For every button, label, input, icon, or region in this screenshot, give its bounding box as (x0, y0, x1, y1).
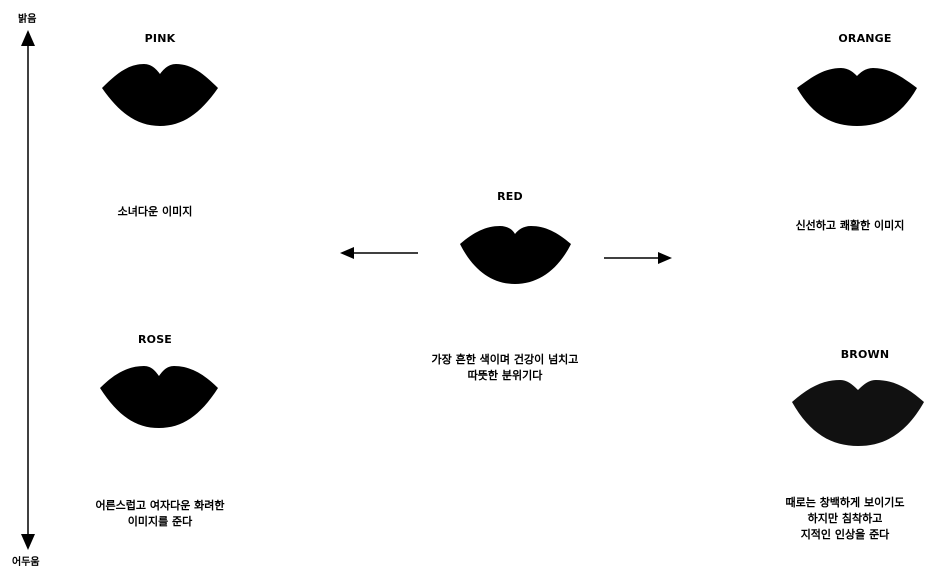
pink-description: 소녀다운 이미지 (117, 205, 193, 218)
red-label: RED (497, 190, 523, 203)
scale-top-label: 밝음 (18, 14, 37, 25)
rose-label: ROSE (137, 333, 173, 346)
orange-lips-shape (795, 66, 919, 128)
pink-lips-shape (100, 62, 220, 128)
orange-label: ORANGE (838, 32, 892, 45)
brown-description: 때로는 창백하게 보이기도 하지만 침착하고 지적인 인상을 준다 (785, 496, 905, 541)
brightness-scale-arrow (21, 30, 35, 550)
scale-bottom-label: 어두움 (12, 557, 40, 568)
lips-path (100, 366, 218, 428)
right-arrow (604, 252, 672, 264)
lips-path (102, 64, 218, 126)
left-arrow (340, 247, 418, 259)
rose-lips-shape (98, 364, 220, 430)
lips-path (460, 226, 571, 284)
red-lips-shape (458, 224, 573, 286)
lips-path (797, 68, 917, 126)
brown-label: BROWN (840, 348, 890, 361)
brown-lips-shape (790, 378, 926, 448)
rose-description: 어른스럽고 여자다운 화려한 이미지를 준다 (95, 499, 225, 528)
red-description: 가장 흔한 색이며 건강이 넘치고 따뜻한 분위기다 (431, 353, 579, 382)
orange-description: 신선하고 쾌활한 이미지 (795, 219, 905, 232)
pink-label: PINK (144, 32, 176, 45)
lips-path (792, 380, 924, 446)
